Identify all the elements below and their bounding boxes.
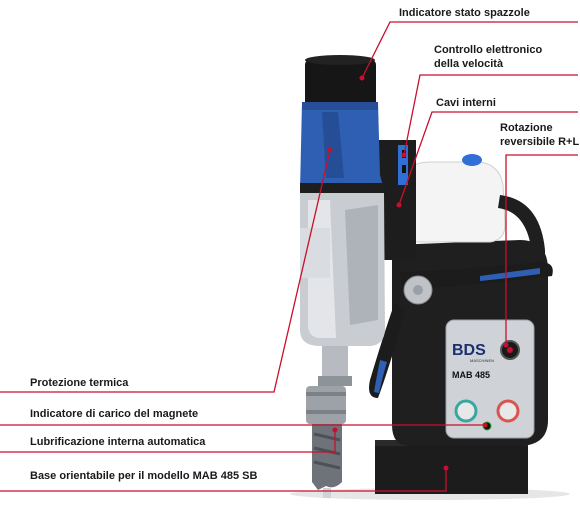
coolant-tank [405, 161, 506, 243]
label-speed-control-1: Controllo elettronico [434, 44, 543, 56]
label-rotation-2: reversibile R+L [500, 136, 580, 148]
motor-blue-body [300, 102, 384, 190]
feed-arm-right [400, 262, 553, 290]
label-internal-cables: Cavi interni [436, 97, 496, 109]
spindle [322, 346, 348, 378]
model-label: MAB 485 [452, 370, 490, 380]
label-swivel-base: Base orientabile per il modello MAB 485 … [30, 470, 258, 482]
callout-dots [327, 75, 509, 471]
label-speed-control-2: della velocità [434, 58, 504, 70]
brand-logo: BDS [452, 342, 486, 359]
callout-line-brush [361, 21, 578, 79]
label-brush-indicator: Indicatore stato spazzole [399, 7, 530, 19]
label-auto-lubrication: Lubrificazione interna automatica [30, 436, 206, 448]
callout-line-thermal [0, 149, 331, 393]
tank-cap [462, 154, 482, 166]
brand-sub: MASCHINEN [470, 358, 494, 363]
motor-start-button [454, 399, 478, 423]
label-rotation-1: Rotazione [500, 122, 553, 134]
arbor [306, 386, 346, 424]
callout-line-speed [403, 74, 578, 156]
pilot-pin [323, 488, 331, 498]
callout-lines [0, 21, 578, 492]
label-thermal-protection: Protezione termica [30, 377, 129, 389]
callout-line-base [0, 468, 447, 492]
magnet-base [375, 440, 528, 494]
motor-top-cap [305, 57, 376, 102]
label-magnet-load-indicator: Indicatore di carico del magnete [30, 408, 199, 420]
callout-line-lube [0, 430, 336, 453]
callout-line-cables [398, 111, 578, 206]
carry-handle [498, 195, 545, 320]
motor-stop-button [496, 399, 520, 423]
callout-line-rotation [505, 154, 578, 345]
